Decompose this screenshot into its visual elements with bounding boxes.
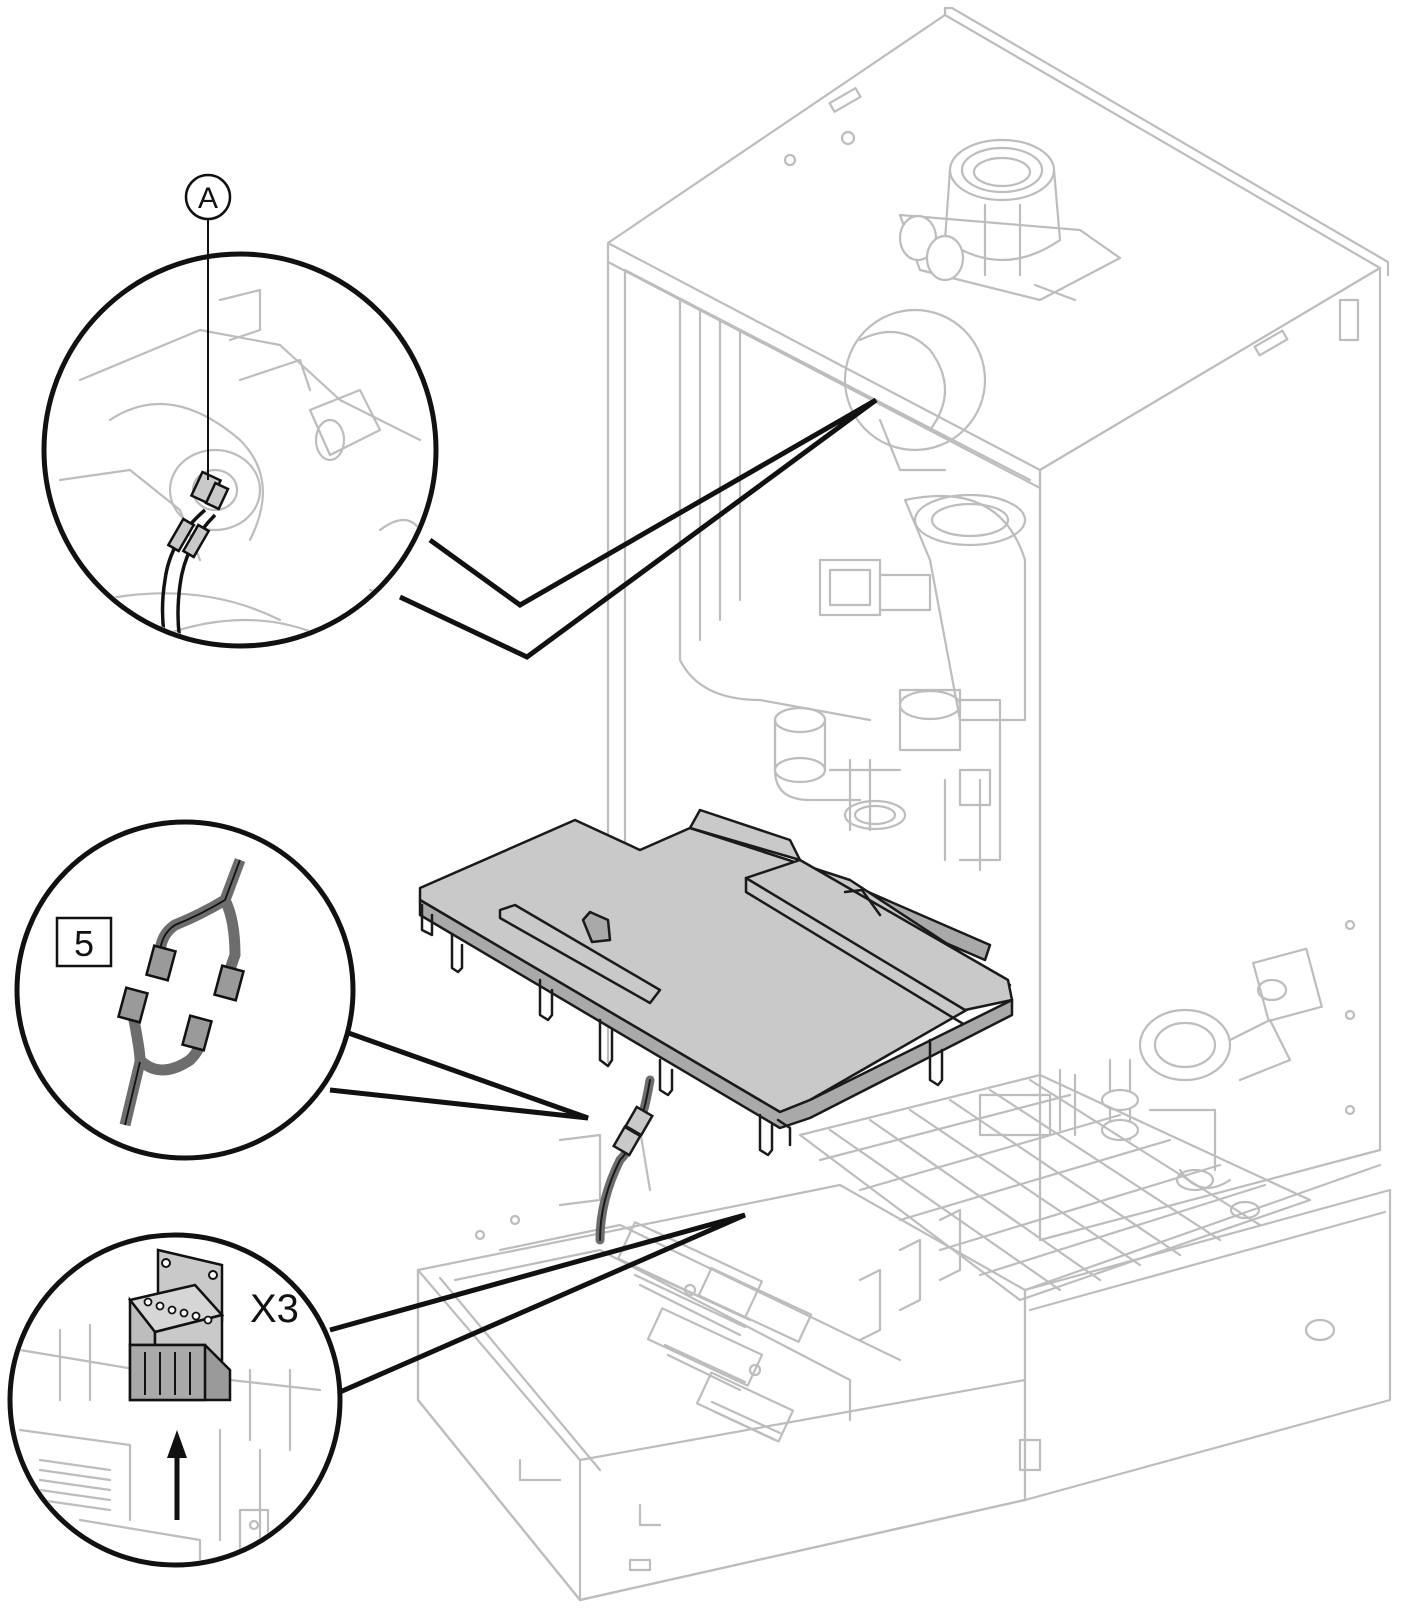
tray-grid [818, 1078, 1267, 1292]
control-housing [416, 1073, 1392, 1602]
callout-detail-a: A [41, 173, 878, 660]
cover-clips [420, 903, 944, 1157]
plug-5-cable [595, 1075, 655, 1245]
callout-a-label: A [198, 182, 218, 215]
terminal-strips [617, 1221, 813, 1443]
callout-5-box [55, 916, 113, 968]
flue-adapter [898, 138, 1122, 302]
control-unit-cover [418, 808, 1014, 1157]
callout-5-label: 5 [74, 923, 94, 964]
callout-detail-5: 5 [14, 819, 589, 1161]
x3-label: X3 [250, 1287, 299, 1331]
burner-internals [678, 298, 1027, 872]
arrow-up-icon [167, 1430, 187, 1520]
callout-a-circle [184, 173, 232, 221]
hydraulic-block [978, 947, 1323, 1220]
boiler-housing [606, 6, 1390, 1242]
callout-detail-x3: X3 [7, 1212, 747, 1568]
